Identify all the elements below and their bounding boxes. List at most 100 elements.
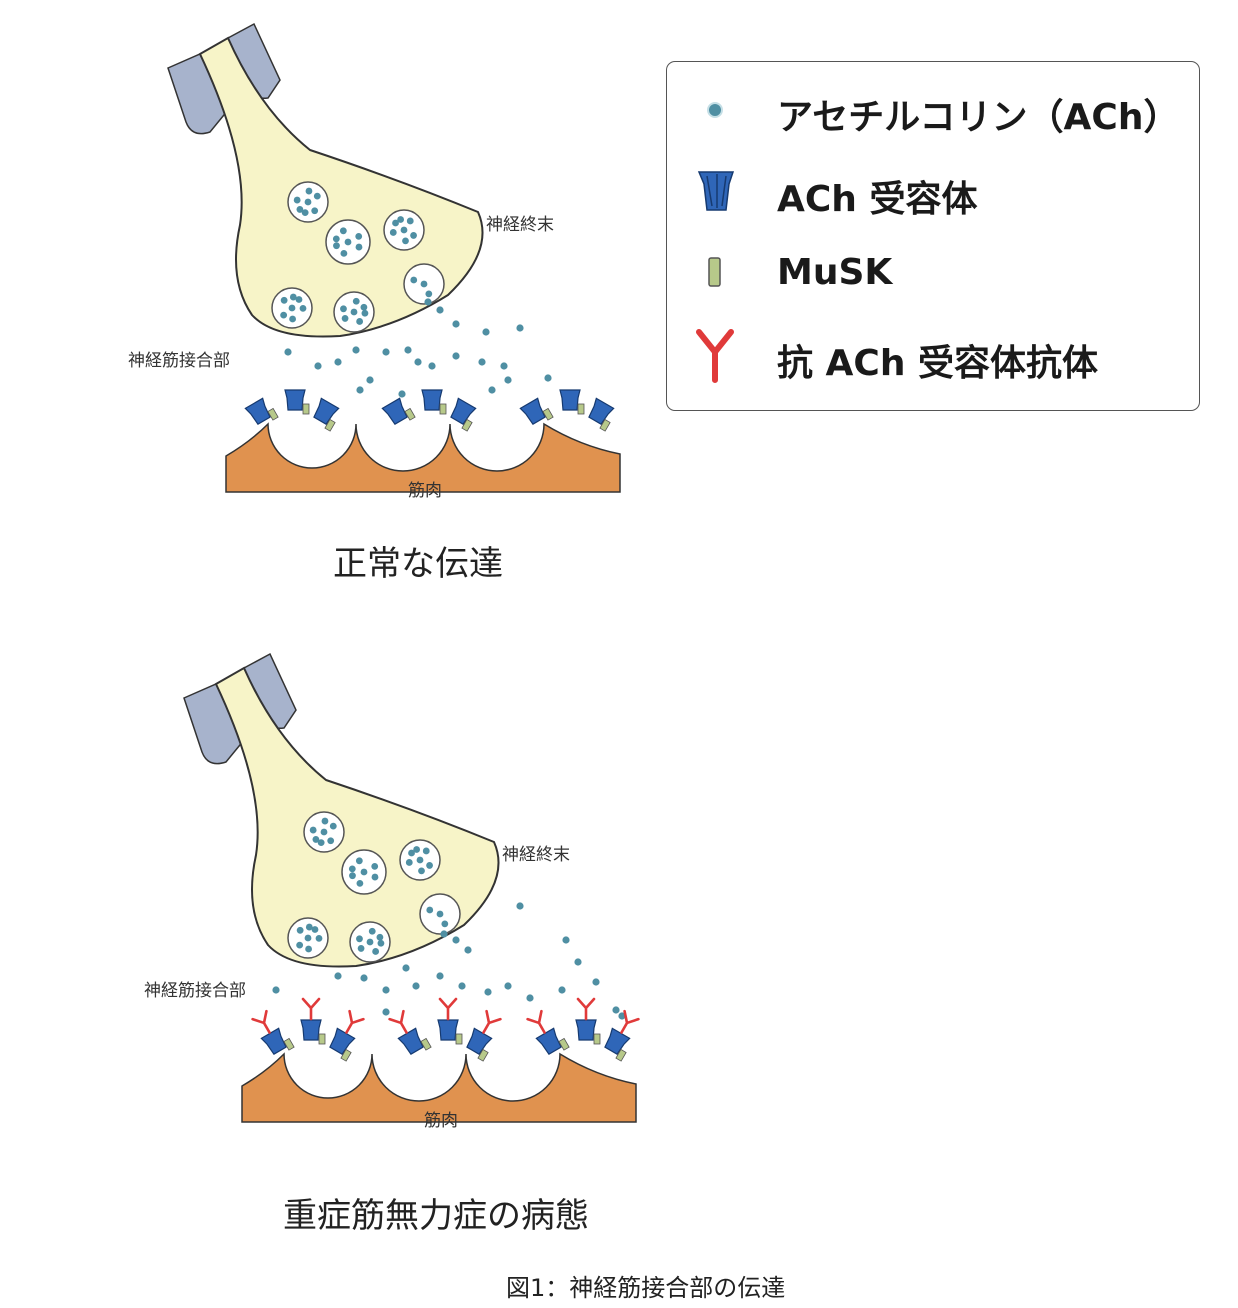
ach-receptor bbox=[329, 1009, 365, 1062]
legend-label-antibody: 抗 ACh 受容体抗体 bbox=[777, 343, 1098, 384]
ach-receptor bbox=[284, 389, 310, 415]
ach-molecule bbox=[311, 926, 319, 933]
receptor-body bbox=[588, 397, 615, 425]
ach-molecule bbox=[428, 362, 436, 370]
ach-molecule bbox=[327, 837, 335, 845]
axon-sheath-left bbox=[167, 53, 229, 135]
ach-molecule bbox=[612, 1006, 620, 1014]
receptor-body bbox=[421, 389, 443, 411]
antibody-icon bbox=[696, 329, 734, 383]
ach-molecule bbox=[478, 358, 486, 366]
ach-molecule bbox=[397, 216, 405, 223]
ach-molecule bbox=[441, 920, 449, 928]
musk bbox=[599, 418, 611, 432]
ach-molecule bbox=[464, 946, 472, 954]
ach-molecule bbox=[366, 376, 374, 384]
receptor-body bbox=[313, 397, 340, 425]
ach-molecule bbox=[452, 320, 460, 328]
ach-molecule bbox=[504, 376, 512, 384]
musk bbox=[420, 1037, 432, 1051]
ach-molecule bbox=[356, 318, 364, 325]
antibody bbox=[388, 1009, 408, 1034]
ach-molecule bbox=[420, 280, 428, 288]
ach-molecule bbox=[400, 226, 408, 234]
ach-dot-icon bbox=[707, 102, 723, 118]
ach-molecule bbox=[352, 346, 360, 354]
ach-molecule bbox=[482, 328, 490, 336]
ach-molecule bbox=[392, 219, 399, 227]
receptor-body bbox=[437, 1019, 459, 1041]
ach-molecule bbox=[311, 207, 319, 215]
ach-molecule bbox=[289, 315, 296, 323]
ach-molecule bbox=[408, 849, 415, 857]
ach-molecule bbox=[289, 293, 297, 301]
ach-receptor bbox=[421, 389, 447, 415]
ach-molecule bbox=[382, 348, 390, 356]
antibody bbox=[301, 997, 321, 1021]
legend: アセチルコリン（ACh） ACh 受容体 MuSK 抗 ACh 受容体抗体 bbox=[666, 61, 1200, 411]
ach-molecule bbox=[382, 986, 390, 994]
figure-caption: 図1：神経筋接合部の伝達 bbox=[506, 1274, 786, 1302]
antibody bbox=[526, 1009, 546, 1034]
ach-molecule bbox=[341, 315, 349, 322]
ach-molecule bbox=[333, 242, 340, 250]
musk bbox=[461, 418, 473, 432]
receptor-body bbox=[575, 1019, 597, 1041]
ach-receptor bbox=[313, 397, 340, 432]
ach-molecule bbox=[562, 936, 570, 944]
receptor-body bbox=[244, 397, 271, 425]
ach-receptor bbox=[575, 997, 601, 1045]
ach-molecule bbox=[349, 872, 356, 880]
ach-molecule bbox=[299, 304, 307, 312]
legend-item-musk: MuSK bbox=[667, 244, 1199, 304]
musk bbox=[593, 1033, 601, 1045]
ach-receptor bbox=[526, 1009, 570, 1055]
caption-normal-transmission: 正常な伝達 bbox=[333, 544, 503, 584]
receptor-body bbox=[535, 1027, 562, 1055]
ach-molecule bbox=[592, 978, 600, 986]
muscle bbox=[241, 1052, 637, 1123]
ach-molecule bbox=[360, 303, 368, 311]
ach-molecule bbox=[452, 936, 460, 944]
legend-label-receptor: ACh 受容体 bbox=[777, 179, 978, 220]
ach-molecule bbox=[436, 972, 444, 980]
ach-molecule bbox=[355, 243, 363, 251]
ach-molecule bbox=[436, 306, 444, 314]
ach-molecule bbox=[313, 192, 321, 200]
ach-molecule bbox=[376, 933, 384, 941]
muscle bbox=[225, 422, 621, 493]
ach-molecule bbox=[371, 873, 379, 881]
ach-molecule bbox=[484, 988, 492, 996]
ach-molecule bbox=[413, 846, 421, 853]
ach-molecule bbox=[544, 374, 552, 382]
nerve-terminal bbox=[198, 36, 484, 338]
ach-molecule bbox=[402, 237, 409, 245]
ach-receptor bbox=[437, 997, 463, 1045]
antibody bbox=[482, 1009, 502, 1034]
receptor-body bbox=[381, 397, 408, 425]
label-muscle: 筋肉 bbox=[424, 1111, 458, 1131]
ach-molecule bbox=[312, 836, 320, 843]
ach-receptor bbox=[388, 1009, 432, 1055]
ach-molecule bbox=[361, 309, 369, 317]
ach-receptor bbox=[519, 397, 554, 425]
receptor-body bbox=[559, 389, 581, 411]
ach-molecule bbox=[404, 346, 412, 354]
musk bbox=[404, 407, 416, 421]
ach-molecule bbox=[418, 867, 425, 875]
legend-item-ach: アセチルコリン（ACh） bbox=[667, 80, 1199, 140]
ach-molecule bbox=[558, 986, 566, 994]
musk bbox=[302, 403, 310, 415]
ach-molecule bbox=[526, 994, 534, 1002]
ach-molecule bbox=[452, 352, 460, 360]
ach-molecule bbox=[377, 939, 385, 947]
ach-receptor bbox=[450, 397, 477, 432]
ach-molecule bbox=[296, 941, 304, 949]
caption-myasthenia-gravis: 重症筋無力症の病態 bbox=[283, 1196, 589, 1236]
ach-molecule bbox=[371, 862, 379, 870]
musk bbox=[455, 1033, 463, 1045]
receptor-body bbox=[450, 397, 477, 425]
ach-molecule bbox=[280, 311, 288, 319]
